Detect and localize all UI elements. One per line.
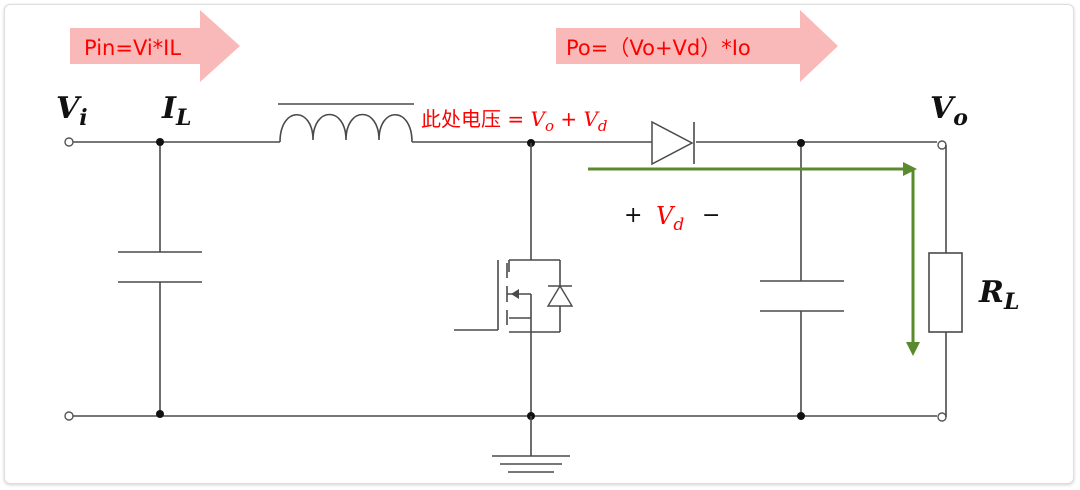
vi-terminal-bottom [64,411,74,421]
node-il-top [156,138,164,146]
mosfet-switch [454,143,574,416]
vi-terminal-top [64,137,74,147]
load-resistor [928,145,963,417]
diode [651,120,695,166]
node-il-bottom [156,410,164,418]
vo-terminal-top [937,140,947,150]
node-voltage-label: 此处电压 = Vo + Vd [421,107,608,135]
node-output-top [797,139,805,147]
input-power-label: Pin=Vi*IL [84,36,181,60]
minus-sign: − [702,203,720,228]
vi-label: Vi [56,91,88,131]
diagram-frame [4,4,1074,484]
vo-label: Vo [930,91,968,131]
vo-terminal-bottom [937,412,947,422]
output-power-label: Po=（Vo+Vd）*Io [566,36,751,60]
output-power-arrow: Po=（Vo+Vd）*Io [556,10,838,82]
output-capacitor [760,142,844,416]
il-label: IL [161,91,192,131]
vd-label: Vd [656,202,684,235]
node-output-bottom [797,412,805,420]
output-current-arrow [588,162,920,356]
ground-icon [492,416,570,473]
input-capacitor [118,142,202,416]
diode-drop-label: + Vd − [624,202,720,235]
input-power-arrow: Pin=Vi*IL [70,10,240,82]
plus-sign: + [624,203,642,228]
rl-label: RL [978,275,1019,315]
inductor [278,103,414,143]
